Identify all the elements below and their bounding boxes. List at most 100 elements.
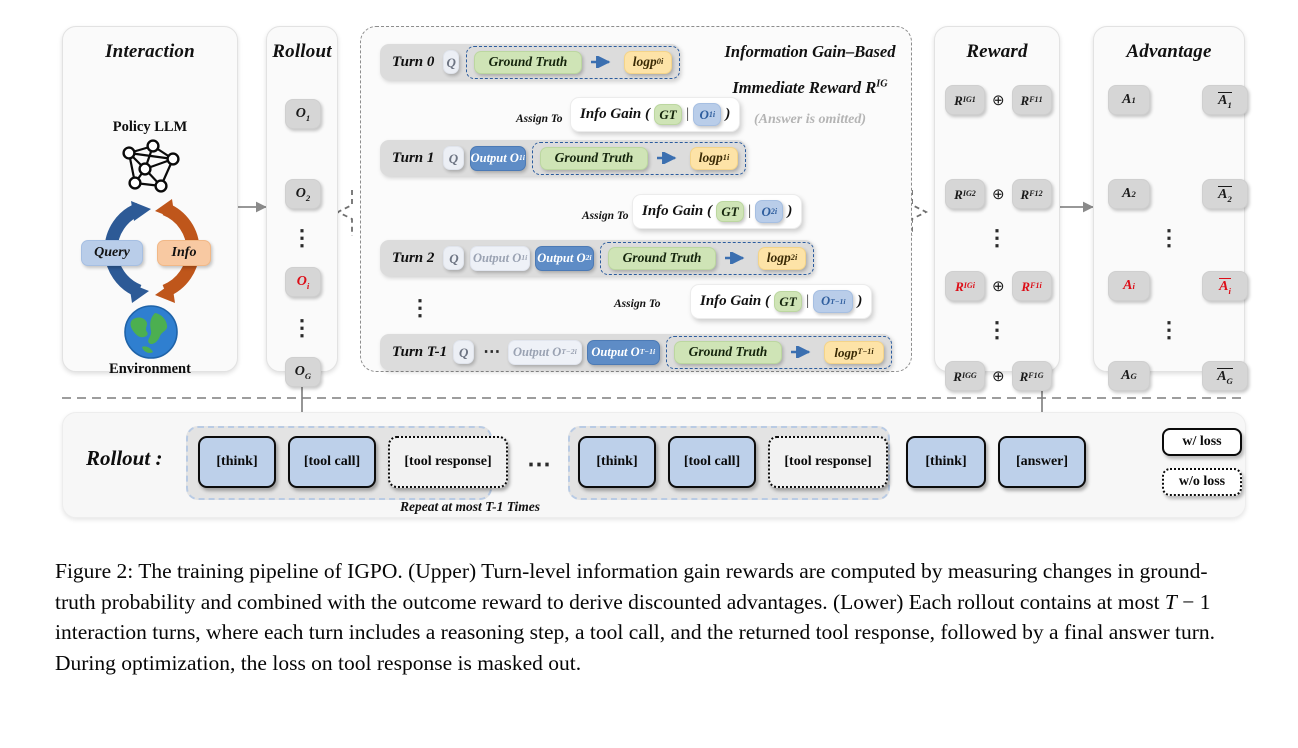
info-gain-2-gt-chip: GT <box>716 201 745 222</box>
ig-heading-line1: Information Gain–Based <box>724 42 896 61</box>
center-turns-ellipsis: ⋮ <box>409 295 431 320</box>
info-gain-3-sep: | <box>806 293 810 309</box>
globe-icon <box>124 305 178 359</box>
token-answer[interactable]: [answer] <box>998 436 1086 488</box>
rollout-item-og[interactable]: OG <box>285 357 321 387</box>
assign-to-label-2: Assign To <box>582 210 629 222</box>
turn-last-q-chip: Q <box>453 340 475 364</box>
turn-2-q-chip: Q <box>443 246 465 270</box>
advantage-row-i-abar-chip[interactable]: Ai <box>1202 271 1248 301</box>
figure-caption-text-a: The training pipeline of IGPO. (Upper) T… <box>55 559 1208 614</box>
info-gain-1-sep: | <box>686 106 690 122</box>
figure-caption-text-b: − 1 interaction turns, where each turn i… <box>55 589 1216 675</box>
advantage-title: Advantage <box>1126 41 1212 62</box>
rollout-strip-ellipsis: ⋯ <box>527 452 551 478</box>
turn-2-ground-truth-chip: Ground Truth <box>608 246 717 270</box>
advantage-row-2-abar-chip[interactable]: A2 <box>1202 179 1248 209</box>
rollout-item-og-label: OG <box>294 364 312 381</box>
info-gain-2-prefix: Info Gain ( <box>642 203 713 219</box>
token-think-2[interactable]: [think] <box>578 436 656 488</box>
turn-0-label: Turn 0 <box>392 53 435 70</box>
neural-network-icon <box>122 139 180 193</box>
query-chip: Query <box>81 240 143 266</box>
info-chip-label: Info <box>171 245 197 260</box>
reward-row-1-oplus-icon: ⊕ <box>992 92 1005 109</box>
figure-caption-math-t: T <box>1164 589 1177 614</box>
token-tool-response-2[interactable]: [tool response] <box>768 436 888 488</box>
info-gain-3-prefix: Info Gain ( <box>700 293 771 309</box>
query-chip-label: Query <box>94 245 130 260</box>
rollout-ellipsis-upper: ⋮ <box>291 225 313 250</box>
rollout-item-oi-label: Oi <box>296 274 310 291</box>
turn-0-ground-truth-chip: Ground Truth <box>474 50 582 74</box>
rollout-column-title: Rollout <box>272 41 332 62</box>
advantage-row-g-abar-chip[interactable]: AG <box>1202 361 1248 391</box>
token-tool-call-1[interactable]: [tool call] <box>288 436 376 488</box>
token-tool-call-2[interactable]: [tool call] <box>668 436 756 488</box>
info-chip: Info <box>157 240 211 266</box>
info-gain-2-suffix: ) <box>787 203 793 219</box>
rollout-ellipsis-lower: ⋮ <box>291 315 313 340</box>
advantage-ellipsis-lower: ⋮ <box>1158 317 1180 342</box>
token-think-final[interactable]: [think] <box>906 436 986 488</box>
figure-caption-prefix: Figure 2: <box>55 559 134 583</box>
token-tool-response-1[interactable]: [tool response] <box>388 436 508 488</box>
token-think-1[interactable]: [think] <box>198 436 276 488</box>
legend-without-loss: w/o loss <box>1162 468 1242 496</box>
reward-ellipsis-lower: ⋮ <box>986 317 1008 342</box>
rollout-item-o2-label: O2 <box>295 186 311 203</box>
turn-0-q-chip: Q <box>443 50 459 74</box>
ig-heading-line2-sup: IG <box>876 78 888 90</box>
info-gain-1-gt-chip: GT <box>654 104 683 125</box>
advantage-row-1-abar-chip[interactable]: A1 <box>1202 85 1248 115</box>
rollout-item-o1[interactable]: O1 <box>285 99 321 129</box>
ig-heading-line2-text: Immediate Reward R <box>732 78 877 97</box>
info-gain-3-suffix: ) <box>857 293 863 309</box>
reward-ellipsis-upper: ⋮ <box>986 225 1008 250</box>
info-gain-2-sep: | <box>748 203 752 219</box>
reward-row-i-oplus-icon: ⊕ <box>992 278 1005 295</box>
rollout-item-oi[interactable]: Oi <box>285 267 321 297</box>
ig-answer-omitted-note: (Answer is omitted) <box>753 112 866 127</box>
rollout-item-o2[interactable]: O2 <box>285 179 321 209</box>
reward-row-2-oplus-icon: ⊕ <box>992 186 1005 203</box>
assign-to-label-3: Assign To <box>614 298 661 310</box>
